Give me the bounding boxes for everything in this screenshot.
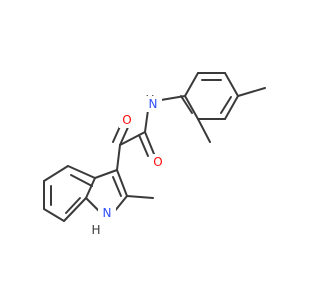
molecule-structure-diagram: H N O O N H (43, 72, 266, 238)
bond (85, 197, 101, 213)
bond (116, 144, 121, 171)
bond (112, 176, 122, 197)
bond (67, 165, 96, 179)
bond-lines (43, 72, 266, 222)
bond (65, 197, 81, 214)
atom-n-indole: N (103, 206, 112, 220)
bond (126, 195, 154, 199)
bond (113, 195, 128, 213)
atom-n-amide: N (149, 97, 158, 111)
bond (224, 95, 239, 120)
bond (138, 134, 149, 157)
atom-labels: H N O O N H (88, 91, 166, 238)
bond (144, 109, 149, 133)
bond (43, 208, 65, 222)
bond (70, 174, 93, 187)
atom-o-amide: O (153, 155, 162, 169)
bond (184, 72, 199, 97)
bond (63, 197, 87, 222)
bond (119, 124, 130, 146)
atom-o-ketone: O (122, 113, 131, 127)
atom-h-indole: H (91, 223, 100, 237)
bond (224, 72, 239, 97)
bond (119, 131, 146, 146)
bond (94, 169, 118, 179)
bond (184, 95, 199, 120)
bond (160, 95, 186, 101)
bond (237, 87, 266, 97)
bond (116, 169, 128, 197)
bond (180, 95, 193, 114)
bond (197, 118, 211, 143)
bond (220, 96, 232, 114)
bond (144, 131, 155, 155)
bond (85, 177, 96, 199)
bond (43, 165, 69, 182)
